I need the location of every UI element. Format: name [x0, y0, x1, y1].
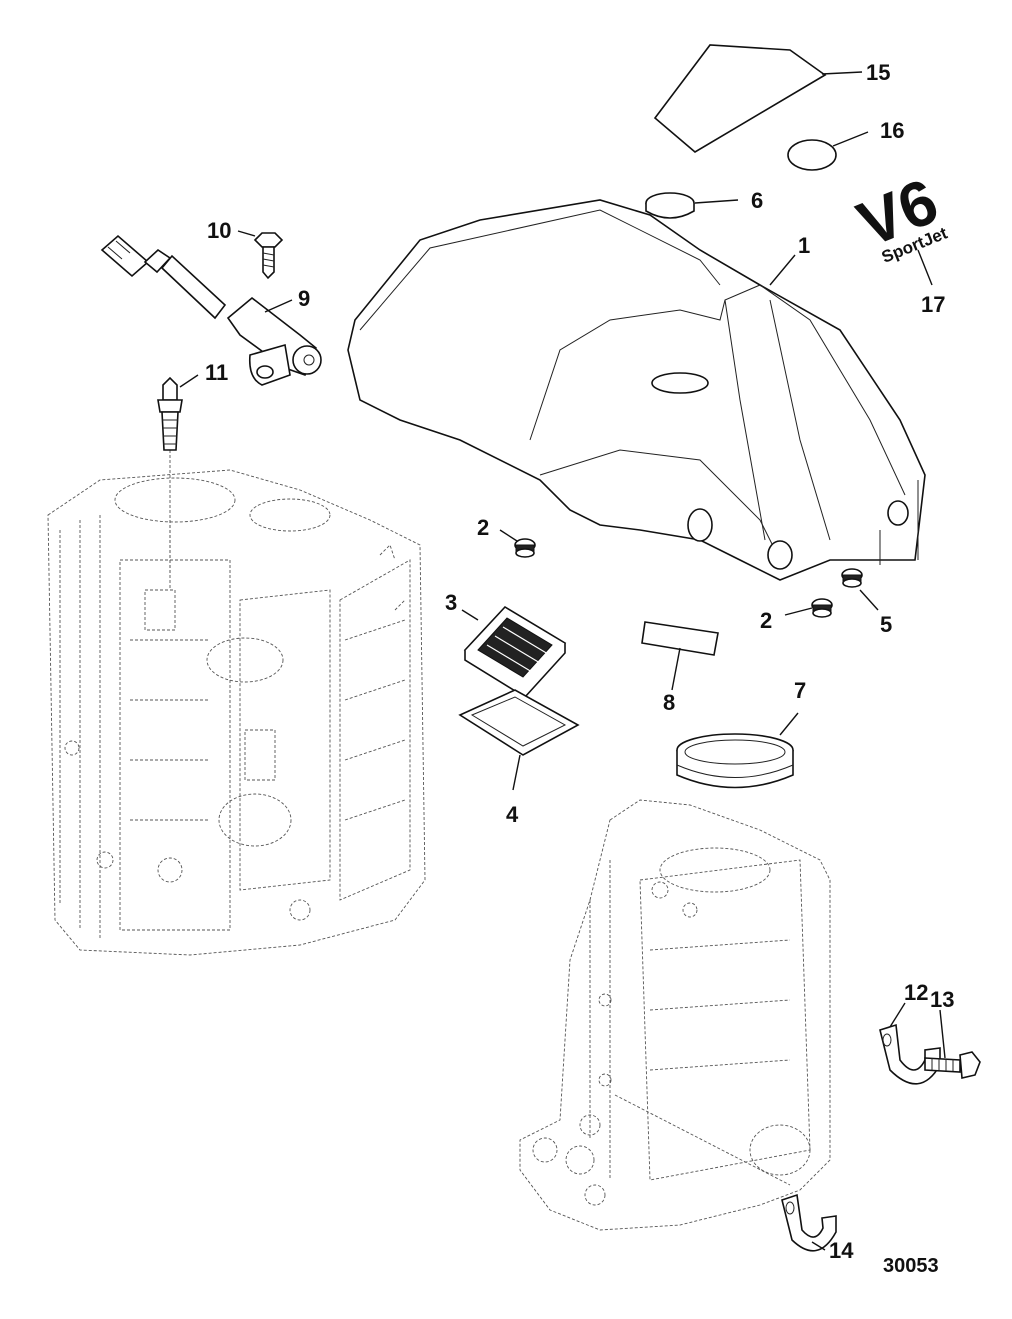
v6-sportjet-decal: V6 SportJet: [848, 165, 950, 267]
leader-9: [264, 299, 293, 313]
bolt-13: [924, 1051, 981, 1079]
air-filter: [463, 605, 567, 699]
grommet-2b: [811, 598, 833, 618]
p-clamp-14: [781, 1193, 837, 1252]
callout-2a: 2: [477, 515, 489, 540]
decal-15: [653, 44, 827, 153]
leader-10: [237, 230, 256, 237]
callout-14: 14: [829, 1238, 854, 1263]
sensor-harness: [100, 234, 322, 386]
leader-6: [694, 199, 739, 204]
callout-8: 8: [663, 690, 675, 715]
p-clamp-12: [879, 1023, 941, 1085]
leader-13: [939, 1009, 946, 1059]
callout-16: 16: [880, 118, 904, 143]
leader-8: [671, 647, 681, 691]
leader-12: [889, 1002, 906, 1028]
callout-12: 12: [904, 980, 928, 1005]
callout-5: 5: [880, 612, 892, 637]
callout-7: 7: [794, 678, 806, 703]
leader-1: [769, 254, 796, 286]
callout-17: 17: [921, 292, 945, 317]
screw-10: [253, 232, 284, 280]
leader-3: [461, 609, 479, 621]
leader-14: [811, 1241, 826, 1251]
callout-9: 9: [298, 286, 310, 311]
hole-plug: [645, 192, 695, 219]
callout-2b: 2: [760, 608, 772, 633]
foam-strip: [641, 621, 719, 656]
leader-16: [832, 131, 869, 147]
hose-fitting: [157, 376, 183, 451]
callout-11: 11: [205, 360, 228, 385]
leader-15: [821, 71, 863, 75]
leader-7: [779, 712, 799, 736]
callout-1: 1: [798, 233, 810, 258]
callout-10: 10: [207, 218, 231, 243]
figure-number: 30053: [883, 1255, 939, 1277]
alignment-line-lower: [614, 1094, 791, 1186]
decal-16: [787, 139, 837, 171]
engine-block-ghost: [47, 469, 426, 956]
callout-4: 4: [506, 802, 519, 827]
leader-17: [917, 249, 933, 286]
callout-3: 3: [445, 590, 457, 615]
leader-11: [179, 374, 199, 388]
leader-2b: [784, 607, 813, 616]
grommet-2a: [514, 538, 536, 558]
filter-gasket: [458, 689, 580, 756]
adapter-plate-ghost: [519, 799, 831, 1231]
callout-13: 13: [930, 987, 954, 1012]
intake-adapter-ring: [676, 733, 794, 789]
leader-5: [859, 589, 879, 611]
callout-15: 15: [866, 60, 890, 85]
callout-6: 6: [751, 188, 763, 213]
leader-2a: [499, 529, 518, 542]
grommet-5: [841, 568, 863, 588]
leader-4: [512, 754, 521, 791]
air-intake-cover: [347, 199, 926, 581]
